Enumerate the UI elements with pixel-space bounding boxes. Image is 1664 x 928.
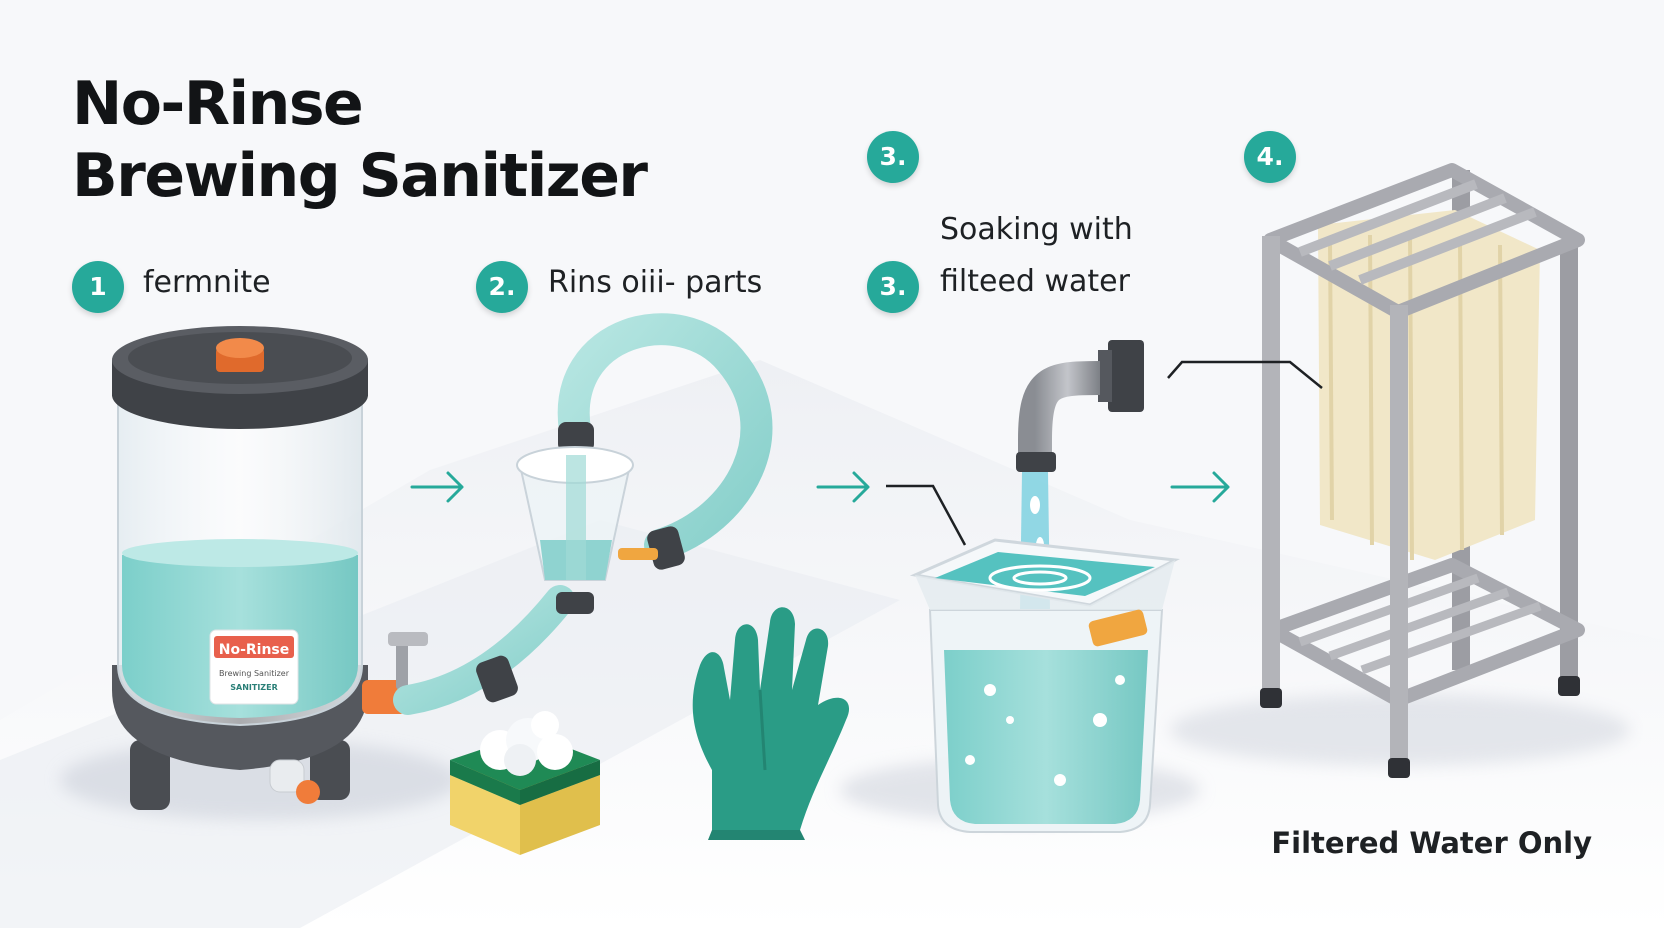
arrow-right-icon <box>816 471 870 503</box>
bucket-label-title: No-Rinse <box>219 642 290 658</box>
sponge-icon <box>450 711 600 855</box>
footer-label: Filtered Water Only <box>1271 826 1592 860</box>
step-2-badge: 2. <box>476 261 528 313</box>
bucket-label-caption: SANITIZER <box>230 683 277 692</box>
glove-icon <box>692 607 850 840</box>
step-3-label-line-1: Soaking with <box>940 212 1133 247</box>
step-3-badge-top: 3. <box>867 131 919 183</box>
tubing-icon <box>393 313 773 715</box>
bucket-label-subtitle: Вrewing Sanitizer <box>219 669 290 678</box>
arrow-right-icon <box>410 471 464 503</box>
floor-shadow-band <box>0 520 900 928</box>
step-3-badge: 3. <box>867 261 919 313</box>
connector-line <box>886 484 967 546</box>
step-1-label: fermnite <box>143 265 271 300</box>
page-title: No-Rinse Brewing Sanitizer <box>72 68 648 212</box>
step-3-label-line-2: filteed water <box>940 264 1130 299</box>
connector-line <box>1167 360 1323 389</box>
fermenter-bucket-icon <box>112 326 428 810</box>
title-line-2: Brewing Sanitizer <box>72 141 648 211</box>
title-line-1: No-Rinse <box>72 69 364 139</box>
step-2-label: Rins oiii- parts <box>548 265 763 300</box>
arrow-right-icon <box>1170 471 1230 503</box>
step-4-badge: 4. <box>1244 131 1296 183</box>
drying-rack-icon <box>1260 163 1585 778</box>
step-1-badge: 1 <box>72 261 124 313</box>
soak-tub-icon <box>909 538 1181 833</box>
